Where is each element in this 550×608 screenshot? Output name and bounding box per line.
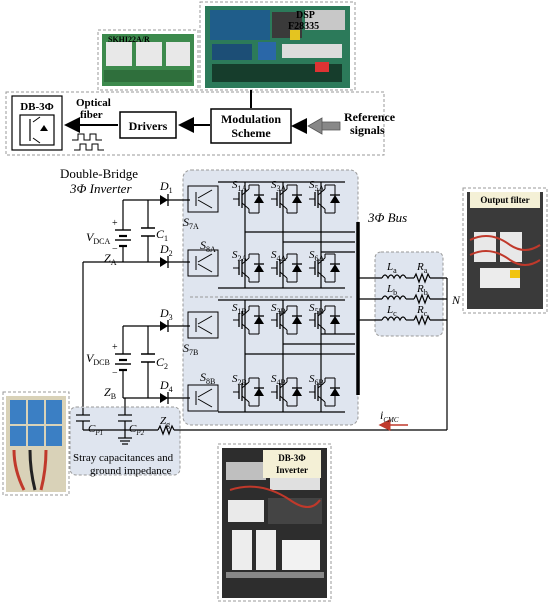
minus-b: − [112, 368, 118, 379]
inverter-title-1: Double-Bridge [60, 166, 138, 181]
s7b-label: S7B [183, 341, 198, 357]
lc-label: Lc [386, 304, 397, 318]
icmc-label: iCMC [380, 408, 399, 424]
cp2-label: CP2 [129, 423, 145, 437]
lb-label: Lb [386, 283, 397, 297]
drivers-block [119, 111, 177, 139]
zb-label: ZB [104, 385, 116, 401]
s5a-label: S5A [309, 179, 325, 193]
stray-label-1: Stray capacitances and [73, 452, 174, 464]
la-label: La [386, 261, 397, 275]
output-filter-photo [467, 192, 543, 309]
sensor-photo [6, 396, 66, 492]
s4b-label: S4B [271, 373, 286, 387]
zg-label: Zg [160, 415, 170, 429]
vdcb-label: VDCB [86, 351, 110, 367]
modulation-label-2: Scheme [231, 126, 271, 140]
switch-s8b-symbol [187, 384, 219, 412]
s3b-label: S3B [271, 302, 286, 316]
s2a-label: S2A [232, 249, 248, 263]
filter-panel [374, 251, 444, 337]
plus-a: + [112, 218, 118, 229]
vdca-label: VDCA [86, 230, 110, 246]
s7a-label: S7A [183, 215, 199, 231]
dsp-model-label: F28335 [288, 21, 319, 32]
s2b-label: S2B [232, 373, 247, 387]
switch-s8a-symbol [187, 249, 219, 277]
reference-input-arrow [307, 117, 341, 135]
za-label: ZA [104, 251, 117, 267]
neutral-label: N [451, 293, 461, 307]
optical-fiber-label-2: fiber [80, 109, 103, 121]
optical-fiber-label-1: Optical [76, 97, 111, 109]
diode-d1-symbol [160, 194, 169, 206]
d1-label: D1 [159, 179, 173, 195]
reference-label-1: Reference [344, 110, 396, 124]
d3-label: D3 [159, 306, 173, 322]
diode-d2-symbol [160, 256, 169, 268]
drivers-label: Drivers [129, 119, 168, 133]
switch-s7a-symbol [187, 185, 219, 213]
minus-a: − [112, 244, 118, 255]
plus-b: + [112, 342, 118, 353]
driver-board-label: SKHI22A/R [108, 35, 150, 44]
s6a-label: S6A [309, 249, 325, 263]
diode-d4-symbol [160, 392, 169, 404]
s1a-label: S1A [232, 179, 248, 193]
rb-label: Rb [416, 283, 428, 297]
s1b-label: S1B [232, 302, 247, 316]
output-filter-label: Output filter [480, 195, 529, 205]
s4a-label: S4A [271, 249, 287, 263]
s6b-label: S6B [309, 373, 324, 387]
db3phi-switch-icon [19, 114, 55, 146]
driver-board-photo [102, 34, 194, 86]
d2-label: D2 [159, 242, 173, 258]
stray-label-2: ground impedance [90, 465, 172, 477]
c2-label: C2 [156, 355, 168, 371]
dsp-label: DSP [296, 10, 315, 21]
inverter-title-2: 3Φ Inverter [69, 181, 132, 196]
filter-wiring [358, 272, 448, 431]
db3phi-block-label: DB-3Φ [20, 101, 54, 113]
inverter-photo-label-1: DB-3Φ [278, 453, 306, 463]
reference-label-2: signals [350, 123, 385, 137]
inverter-photo-label-2: Inverter [276, 465, 308, 475]
dc-link-wiring [82, 199, 190, 408]
pwm-waveform-icon [72, 133, 104, 151]
s8b-label: S8B [200, 370, 215, 386]
bus-label: 3Φ Bus [367, 210, 407, 225]
diode-d3-symbol [160, 320, 169, 332]
modulation-block [210, 108, 292, 144]
s8a-label: S8A [200, 238, 216, 254]
s3a-label: S3A [271, 179, 287, 193]
rc-label: Rc [416, 304, 428, 318]
d4-label: D4 [159, 378, 173, 394]
s5b-label: S5B [309, 302, 324, 316]
c1-label: C1 [156, 227, 168, 243]
ra-label: Ra [416, 261, 428, 275]
dsp-board-photo [205, 6, 350, 88]
cp1-label: CP1 [88, 423, 103, 437]
switch-s7b-symbol [187, 311, 219, 339]
stray-wiring [76, 398, 360, 445]
modulation-label-1: Modulation [221, 112, 281, 126]
